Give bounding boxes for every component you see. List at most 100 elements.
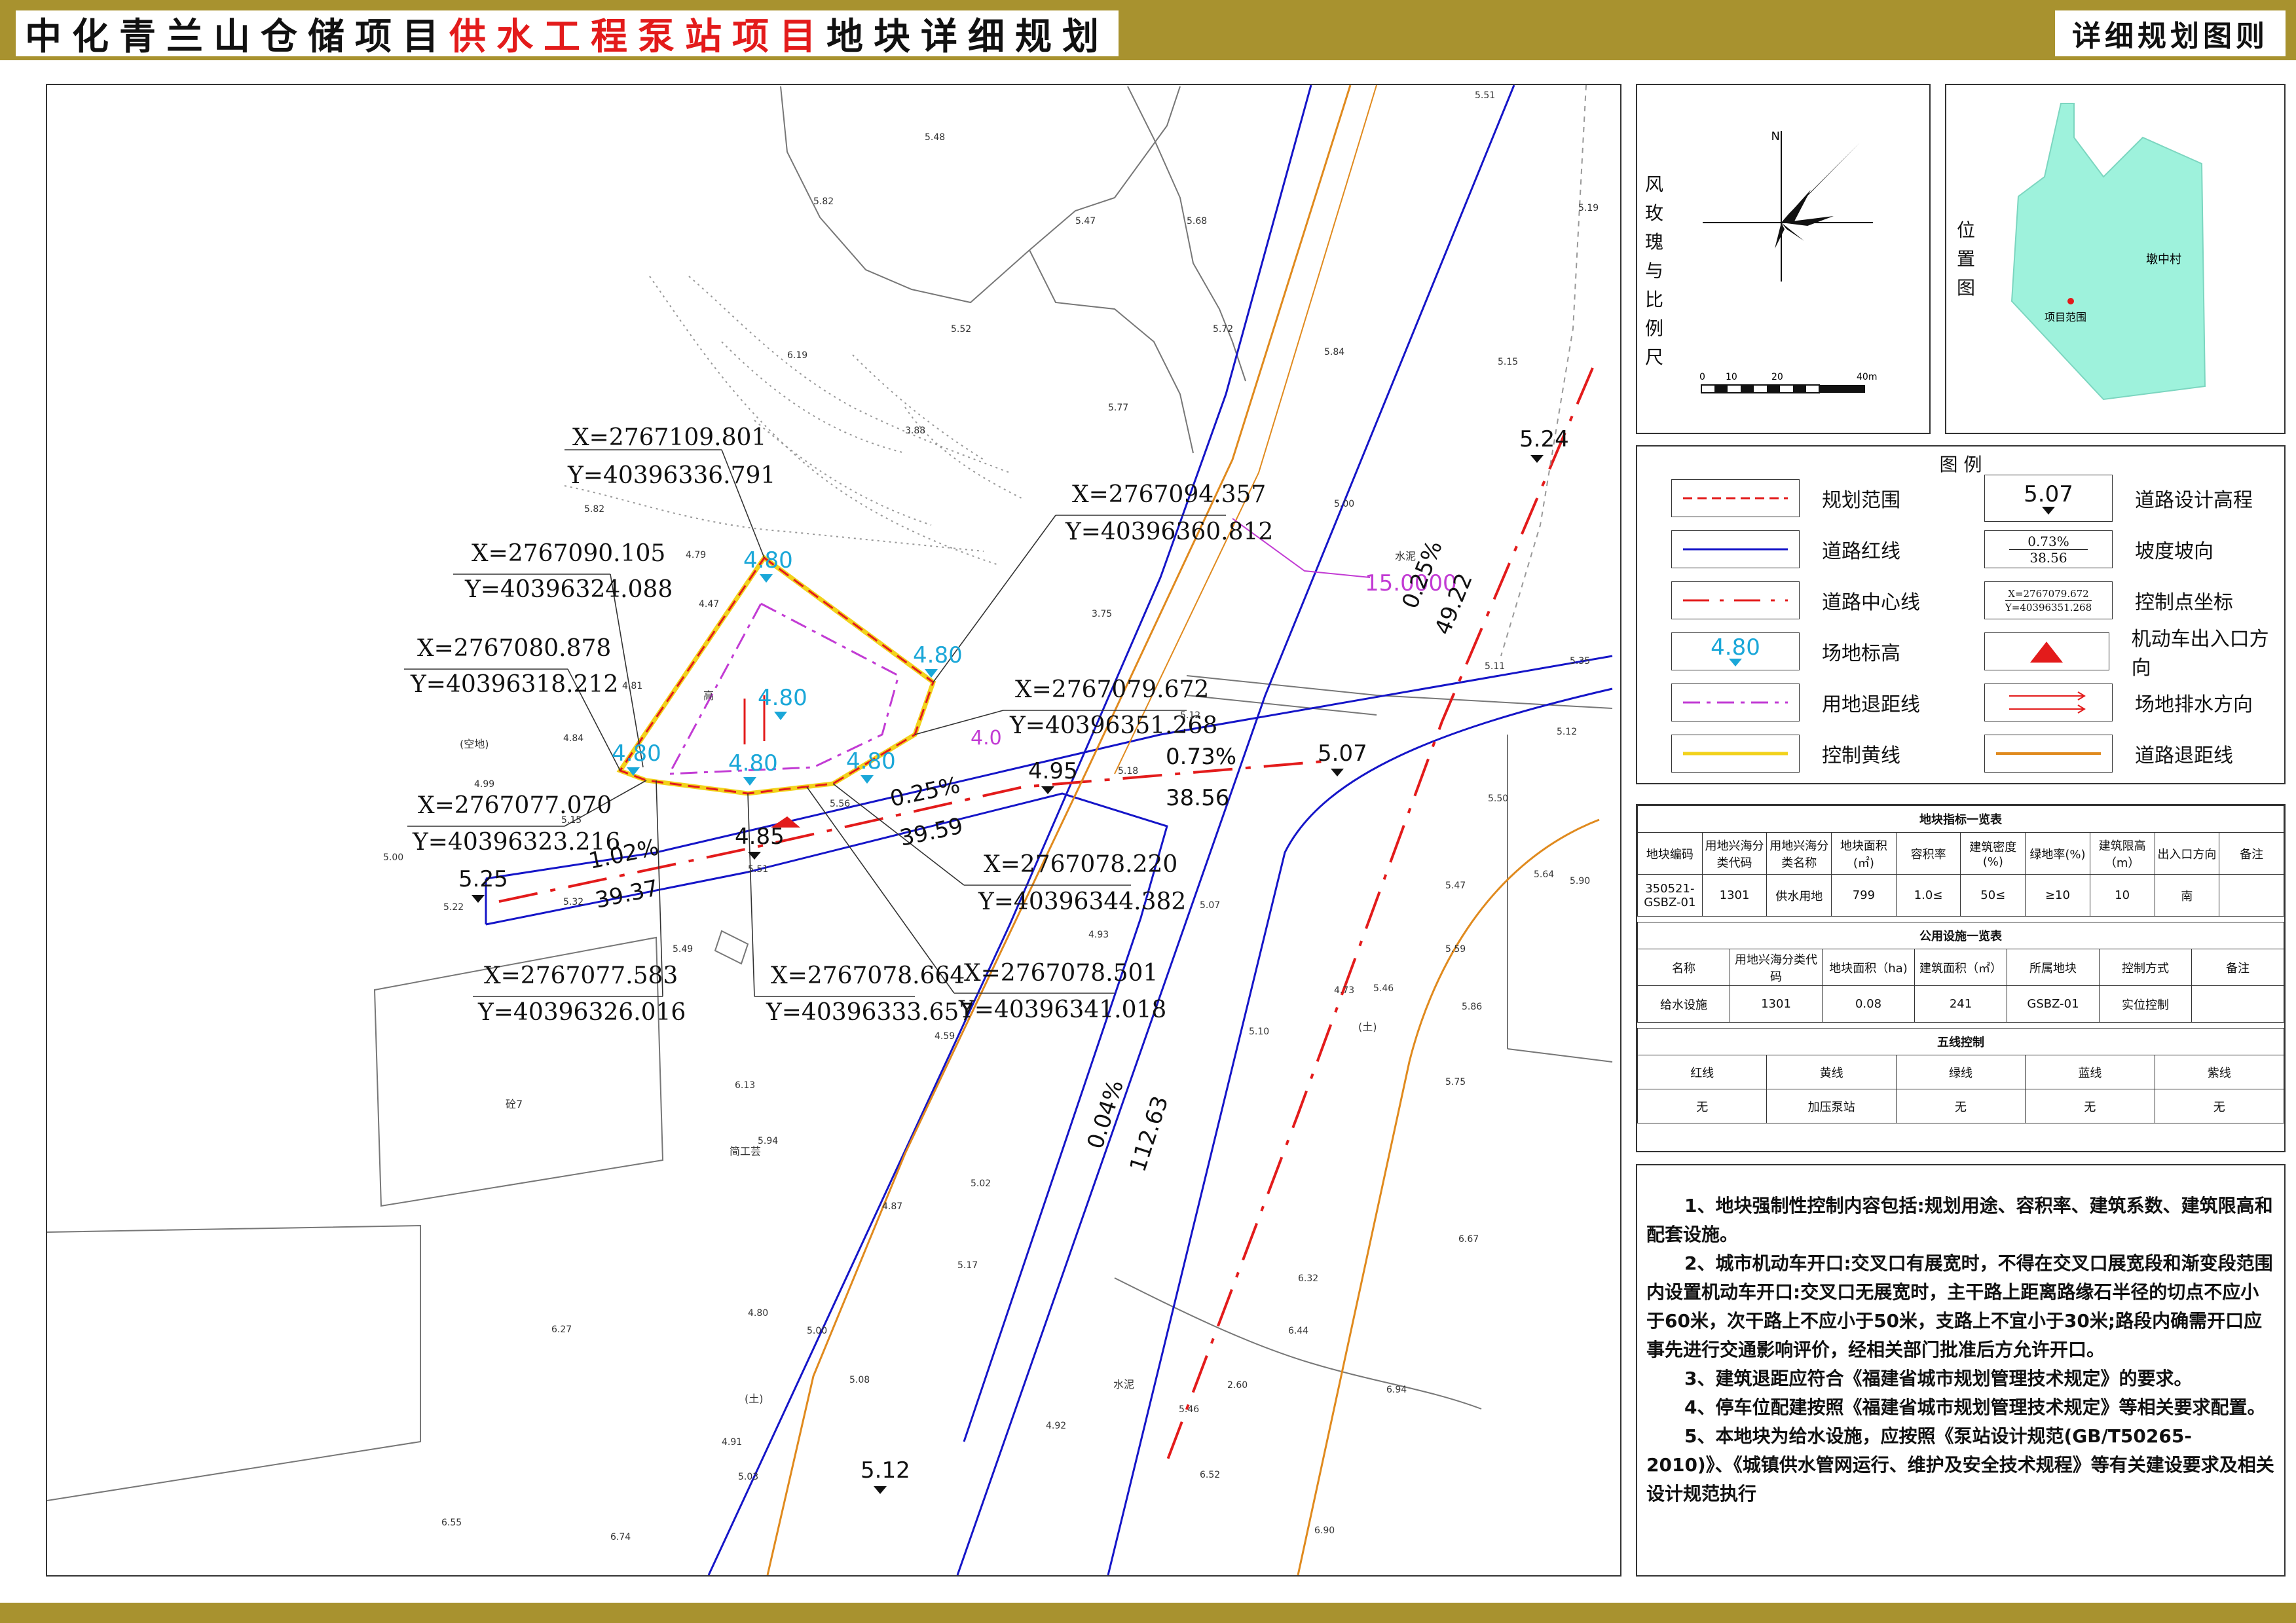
survey-points: 5.48 5.47 5.68 5.82 5.52 5.72 5.77 5.84 …	[383, 90, 1599, 1542]
svg-text:4.87: 4.87	[882, 1201, 902, 1212]
svg-text:5.68: 5.68	[1187, 216, 1207, 227]
svg-text:5.15: 5.15	[561, 815, 582, 826]
legend-panel: 图 例 规划范围 道路红线 道路中心线 4.80 场地标高 用地退距线 控制黄线	[1636, 445, 2286, 784]
svg-text:5.15: 5.15	[1498, 357, 1518, 367]
svg-text:4.99: 4.99	[474, 779, 494, 790]
survey-point: 5.77	[1108, 403, 1128, 413]
svg-text:5.48: 5.48	[925, 132, 945, 143]
svg-text:5.46: 5.46	[1373, 983, 1394, 994]
map-canvas[interactable]: 15.0000 4.0 X=2767109.801 Y=40396336.791…	[47, 85, 1620, 1575]
setback-small-label: 4.0	[971, 727, 1002, 750]
svg-text:5.90: 5.90	[1570, 876, 1590, 886]
coord-y: Y=40396324.088	[464, 576, 673, 603]
svg-text:5.82: 5.82	[584, 504, 604, 515]
site-elevation: 4.80	[728, 750, 778, 776]
road-elevation: 5.12	[861, 1457, 910, 1484]
legend-item: 5.07 道路设计高程	[1984, 473, 2284, 524]
svg-text:5.12: 5.12	[1557, 727, 1577, 737]
svg-text:6.44: 6.44	[1288, 1326, 1308, 1336]
title-suffix: 地块详细规划	[826, 14, 1109, 58]
coord-x: X=2767077.070	[418, 792, 612, 819]
svg-text:4.73: 4.73	[1334, 985, 1354, 996]
legend-item: 0.73%38.56 坡度坡向	[1984, 524, 2284, 575]
coord-y: Y=40396318.212	[410, 671, 618, 698]
svg-text:3.75: 3.75	[1092, 609, 1112, 619]
svg-text:4.81: 4.81	[622, 681, 642, 691]
plot-indicator-table: 地块指标一览表 地块编码用地兴海分类代码用地兴海分类名称地块面积(㎡)容积率建筑…	[1637, 805, 2284, 917]
svg-text:5.03: 5.03	[738, 1472, 758, 1482]
coord-y: Y=40396326.016	[477, 999, 686, 1026]
location-map: 墩中村 项目范围	[2010, 103, 2206, 401]
project-location-label: 项目范围	[2045, 311, 2086, 323]
table-header-row: 名称用地兴海分类代码地块面积（ha)建筑面积（㎡）所属地块控制方式备注	[1637, 949, 2284, 986]
note-item: 5、本地块为给水设施，应按照《泵站设计规范(GB/T50265-2010)》、《…	[1646, 1425, 2274, 1504]
svg-text:5.94: 5.94	[758, 1136, 778, 1146]
wind-rose-panel: 风玫瑰与比例尺 N 0 10 20 40m	[1636, 84, 1931, 434]
svg-text:5.64: 5.64	[1534, 869, 1554, 880]
coord-y: Y=40396323.216	[412, 829, 620, 856]
coord-x: X=2767077.583	[484, 962, 678, 989]
slope-percent: 0.04%	[1083, 1077, 1129, 1152]
svg-text:砼7: 砼7	[506, 1098, 523, 1110]
map-panel[interactable]: 15.0000 4.0 X=2767109.801 Y=40396336.791…	[46, 84, 1621, 1577]
project-site[interactable]	[616, 555, 936, 828]
legend-item: 4.80 场地标高	[1671, 626, 1920, 677]
svg-text:10: 10	[1726, 372, 1737, 382]
svg-text:0: 0	[1699, 372, 1705, 382]
legend-item: 机动车出入口方向	[1984, 626, 2284, 680]
legend-item: 道路退距线	[1984, 728, 2284, 779]
svg-text:6.27: 6.27	[551, 1324, 572, 1335]
sheet-type-title: 详细规划图则	[2055, 10, 2286, 56]
coord-x: X=2767109.801	[572, 424, 766, 451]
svg-text:5.11: 5.11	[1485, 661, 1505, 672]
road-elevation: 5.07	[1318, 740, 1367, 767]
svg-text:5.72: 5.72	[1213, 324, 1233, 335]
setback-dimension-label: 15.0000	[1365, 570, 1457, 596]
svg-text:3.88: 3.88	[905, 426, 925, 436]
coord-x: X=2767078.664	[771, 962, 965, 989]
svg-text:6.55: 6.55	[441, 1518, 462, 1528]
svg-text:5.00: 5.00	[1334, 499, 1354, 509]
title-project: 中化青兰山仓储项目	[25, 14, 449, 58]
coord-x: X=2767078.501	[964, 960, 1158, 987]
coordinate-leaders	[404, 449, 1226, 997]
location-label: 位置图	[1956, 219, 1975, 299]
svg-text:简工芸: 简工芸	[730, 1145, 761, 1158]
setback-dimension-line	[1232, 518, 1371, 578]
svg-text:5.47: 5.47	[1445, 881, 1466, 891]
slope-length: 39.37	[593, 875, 661, 913]
site-elevation: 4.80	[846, 748, 896, 775]
legend-right-column: 5.07 道路设计高程 0.73%38.56 坡度坡向 X=2767079.67…	[1984, 473, 2284, 779]
legend-title: 图 例	[1939, 454, 1982, 475]
public-facility-table: 公用设施一览表 名称用地兴海分类代码地块面积（ha)建筑面积（㎡）所属地块控制方…	[1637, 922, 2284, 1023]
svg-text:4.79: 4.79	[686, 550, 706, 560]
legend-item: 道路红线	[1671, 524, 1920, 575]
svg-text:5.07: 5.07	[1200, 900, 1220, 911]
svg-text:6.52: 6.52	[1200, 1470, 1220, 1480]
road-design-elevations: 5.24 5.07 4.95 4.85 5.25 5.12	[458, 426, 1569, 1494]
wind-rose-icon: N	[1703, 130, 1873, 282]
svg-text:5.00: 5.00	[807, 1326, 827, 1336]
coord-y: Y=40396341.018	[958, 996, 1166, 1023]
svg-text:5.18: 5.18	[1118, 766, 1138, 776]
svg-text:水泥: 水泥	[1395, 550, 1416, 562]
svg-text:5.17: 5.17	[957, 1260, 978, 1271]
coord-x: X=2767079.672	[1015, 676, 1209, 703]
road-elevation: 4.95	[1028, 758, 1078, 784]
svg-text:6.32: 6.32	[1298, 1273, 1318, 1284]
svg-text:(土): (土)	[745, 1393, 764, 1405]
svg-text:5.46: 5.46	[1179, 1404, 1199, 1415]
legend-item: 用地退距线	[1671, 677, 1920, 728]
coord-x: X=2767078.220	[984, 851, 1177, 878]
coord-x: X=2767094.357	[1072, 481, 1266, 508]
indicator-tables-panel: 地块指标一览表 地块编码用地兴海分类代码用地兴海分类名称地块面积(㎡)容积率建筑…	[1636, 804, 2286, 1152]
road-lines	[485, 85, 1613, 1575]
planning-notes-panel: 1、地块强制性控制内容包括:规划用途、容积率、建筑系数、建筑限高和配套设施。 2…	[1636, 1164, 2286, 1577]
svg-text:5.56: 5.56	[830, 799, 850, 809]
svg-text:(空地): (空地)	[460, 738, 489, 750]
svg-text:4.93: 4.93	[1088, 930, 1109, 940]
site-elevations: 4.80 4.80 4.80 4.80 4.80 4.80	[612, 547, 963, 786]
svg-text:5.32: 5.32	[563, 897, 583, 907]
legend-item: 规划范围	[1671, 473, 1920, 524]
